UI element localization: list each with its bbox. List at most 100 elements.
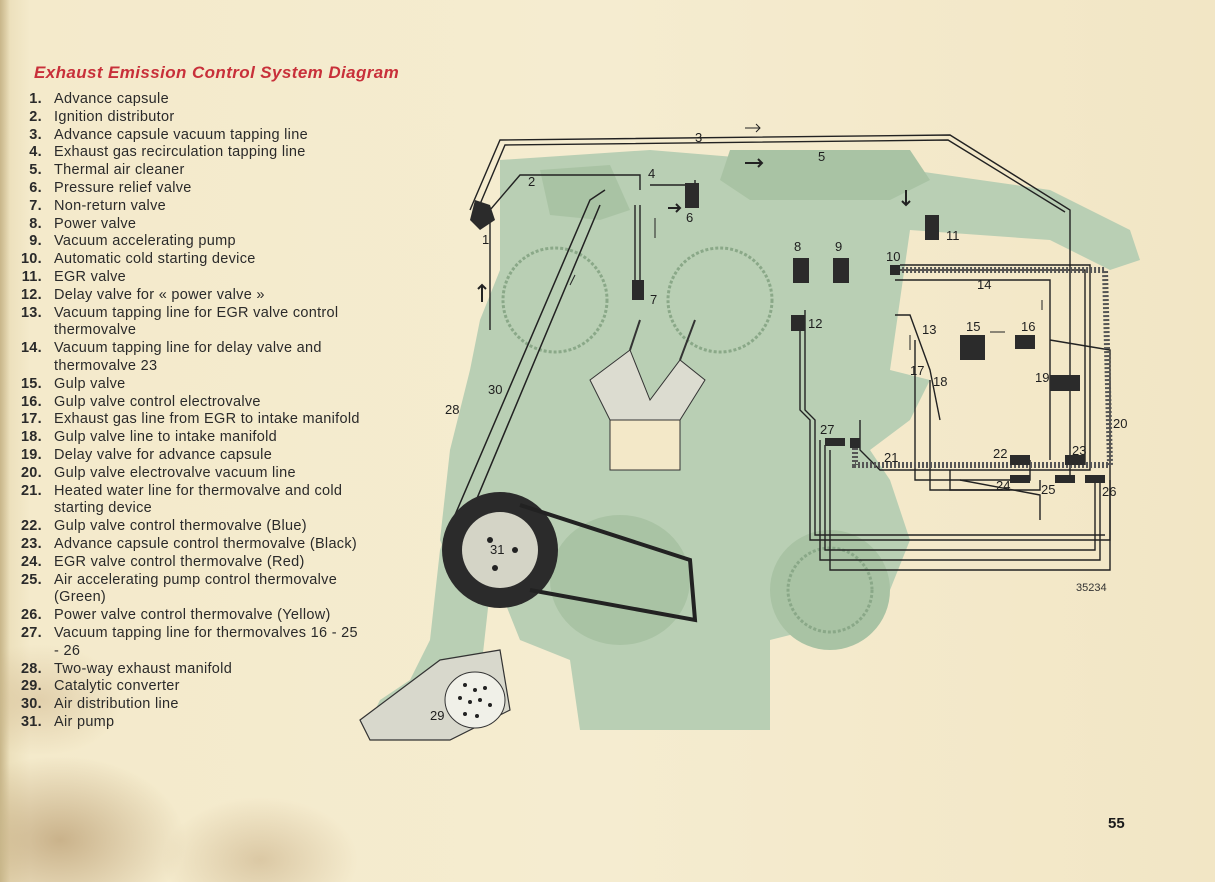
legend-item: 1.Advance capsule xyxy=(12,91,367,109)
callout-1: 1 xyxy=(482,232,489,247)
callout-5: 5 xyxy=(818,149,825,164)
legend-item-text: Two-way exhaust manifold xyxy=(54,660,233,677)
legend-item: 6.Pressure relief valve xyxy=(12,180,367,198)
valve-components xyxy=(470,183,1105,483)
callout-9: 9 xyxy=(835,239,842,254)
legend-item-number: 18. xyxy=(20,429,42,446)
legend-item-number: 8. xyxy=(29,215,42,232)
legend-item: 8. Power valve xyxy=(12,216,367,234)
legend-item: 24.EGR valve control thermovalve (Red) xyxy=(12,554,367,572)
legend-item-text: Advance capsule xyxy=(54,91,169,107)
page-number: 55 xyxy=(1108,815,1125,832)
callout-30: 30 xyxy=(488,382,502,397)
legend-item: 19. Delay valve for advance capsule xyxy=(12,447,367,465)
legend-item-text: Vacuum tapping line for thermovalves 16 … xyxy=(54,624,358,659)
delay-valve-advance-capsule xyxy=(1050,375,1080,391)
legend-item: 21.Heated water line for thermovalve and… xyxy=(12,483,367,519)
legend-item-number: 6. xyxy=(29,179,42,196)
legend-item-number: 29. xyxy=(20,678,42,695)
manifold-port xyxy=(850,438,860,448)
page-title: Exhaust Emission Control System Diagram xyxy=(34,63,400,82)
legend-item-text: EGR valve control thermovalve (Red) xyxy=(54,553,305,570)
legend-item-text: Gulp valve line to intake manifold xyxy=(54,429,277,446)
figure-reference-number: 35234 xyxy=(1076,582,1107,594)
legend-item-number: 4. xyxy=(29,144,42,161)
legend-item: 5.Thermal air cleaner xyxy=(12,162,367,180)
legend-item-number: 30. xyxy=(20,696,42,713)
thermovalve-22 xyxy=(1010,455,1030,465)
callout-27: 27 xyxy=(820,422,834,437)
legend-item: 23.Advance capsule control thermovalve (… xyxy=(12,536,367,554)
thermovalve-23 xyxy=(1065,455,1085,465)
legend-item: 17.Exhaust gas line from EGR to intake m… xyxy=(12,411,367,429)
legend-item-number: 15. xyxy=(20,375,42,392)
legend-item-number: 23. xyxy=(20,535,42,552)
legend-item: 14. Vacuum tapping line for delay valve a… xyxy=(12,340,367,376)
legend-item: 31.Air pump xyxy=(12,714,367,732)
callout-21: 21 xyxy=(884,450,898,465)
callout-8: 8 xyxy=(794,239,801,254)
legend-item: 3. Advance capsule vacuum tapping line xyxy=(12,127,367,145)
legend-item-number: 9. xyxy=(29,233,42,250)
legend-item-text: Gulp valve control thermovalve (Blue) xyxy=(54,518,307,535)
cold-starting-device xyxy=(890,265,900,275)
legend-item-text: Power valve xyxy=(54,215,137,232)
callout-20: 20 xyxy=(1113,416,1127,431)
legend-item: 18. Gulp valve line to intake manifold xyxy=(12,429,367,447)
vacuum-accelerating-pump xyxy=(833,258,849,283)
legend-item-number: 20. xyxy=(20,464,42,481)
advance-capsule xyxy=(470,200,495,230)
legend-item-number: 19. xyxy=(20,446,42,463)
heated-water-line xyxy=(852,267,1114,468)
legend-item: 25.Air accelerating pump control thermov… xyxy=(12,572,367,608)
callout-14: 14 xyxy=(977,277,991,292)
legend-item-number: 22. xyxy=(20,518,42,535)
legend-item-number: 17. xyxy=(20,411,42,428)
legend-item: 15. Gulp valve xyxy=(12,376,367,394)
callout-28: 28 xyxy=(445,402,459,417)
legend-item: 10. Automatic cold starting device xyxy=(12,251,367,269)
legend-item-text: Gulp valve xyxy=(54,375,126,392)
legend-item-number: 10. xyxy=(20,251,42,268)
legend-item: 30. Air distribution line xyxy=(12,696,367,714)
gulp-valve-electrovalve xyxy=(1015,335,1035,349)
legend-item-number: 31. xyxy=(20,713,42,730)
book-spine-shadow xyxy=(0,0,10,882)
legend-item: 27.Vacuum tapping line for thermovalves … xyxy=(12,625,367,661)
legend-item-text: Advance capsule vacuum tapping line xyxy=(54,126,308,143)
callout-18: 18 xyxy=(933,374,947,389)
power-valve xyxy=(793,258,809,283)
callout-29: 29 xyxy=(430,708,444,723)
catalytic-converter xyxy=(359,649,511,741)
flow-arrows xyxy=(477,123,1043,350)
callout-11: 11 xyxy=(946,228,960,243)
legend-item-number: 16. xyxy=(20,393,42,410)
cylinder-cutaway xyxy=(589,319,706,471)
callout-4: 4 xyxy=(648,166,655,181)
legend-item-text: Vacuum accelerating pump xyxy=(54,233,236,250)
legend-item-text: Vacuum tapping line for delay valve and … xyxy=(54,340,322,374)
callout-17: 17 xyxy=(910,363,924,378)
callout-labels: 1 2 3 4 5 6 7 8 9 10 11 12 13 14 15 16 1… xyxy=(430,130,1127,723)
legend-item-text: Delay valve for advance capsule xyxy=(54,446,273,463)
legend-item-text: Air distribution line xyxy=(54,696,179,713)
legend-item-text: EGR valve xyxy=(54,268,126,285)
emission-control-diagram: 1 2 3 4 5 6 7 8 9 10 11 12 13 14 15 16 1… xyxy=(359,123,1140,741)
callout-3: 3 xyxy=(695,130,702,145)
legend-item: 20.Gulp valve electrovalve vacuum line xyxy=(12,465,367,483)
legend-item-number: 3. xyxy=(29,126,42,143)
legend-item-number: 12. xyxy=(20,286,42,303)
legend-item: 4.Exhaust gas recirculation tapping line xyxy=(12,144,367,162)
legend-item-number: 28. xyxy=(20,660,42,677)
legend-item-text: Vacuum tapping line for EGR valve contro… xyxy=(54,304,339,339)
callout-10: 10 xyxy=(886,249,900,264)
legend-item-text: Automatic cold starting device xyxy=(54,251,256,268)
legend-item-text: Gulp valve control electrovalve xyxy=(54,393,261,410)
legend-item: 16. Gulp valve control electrovalve xyxy=(12,394,367,412)
legend-item-number: 25. xyxy=(20,571,42,588)
callout-24: 24 xyxy=(996,478,1010,493)
thermovalve-26 xyxy=(1085,475,1105,483)
legend-item-number: 14. xyxy=(20,340,42,357)
legend-item-number: 11. xyxy=(21,268,42,285)
callout-7: 7 xyxy=(650,292,657,307)
